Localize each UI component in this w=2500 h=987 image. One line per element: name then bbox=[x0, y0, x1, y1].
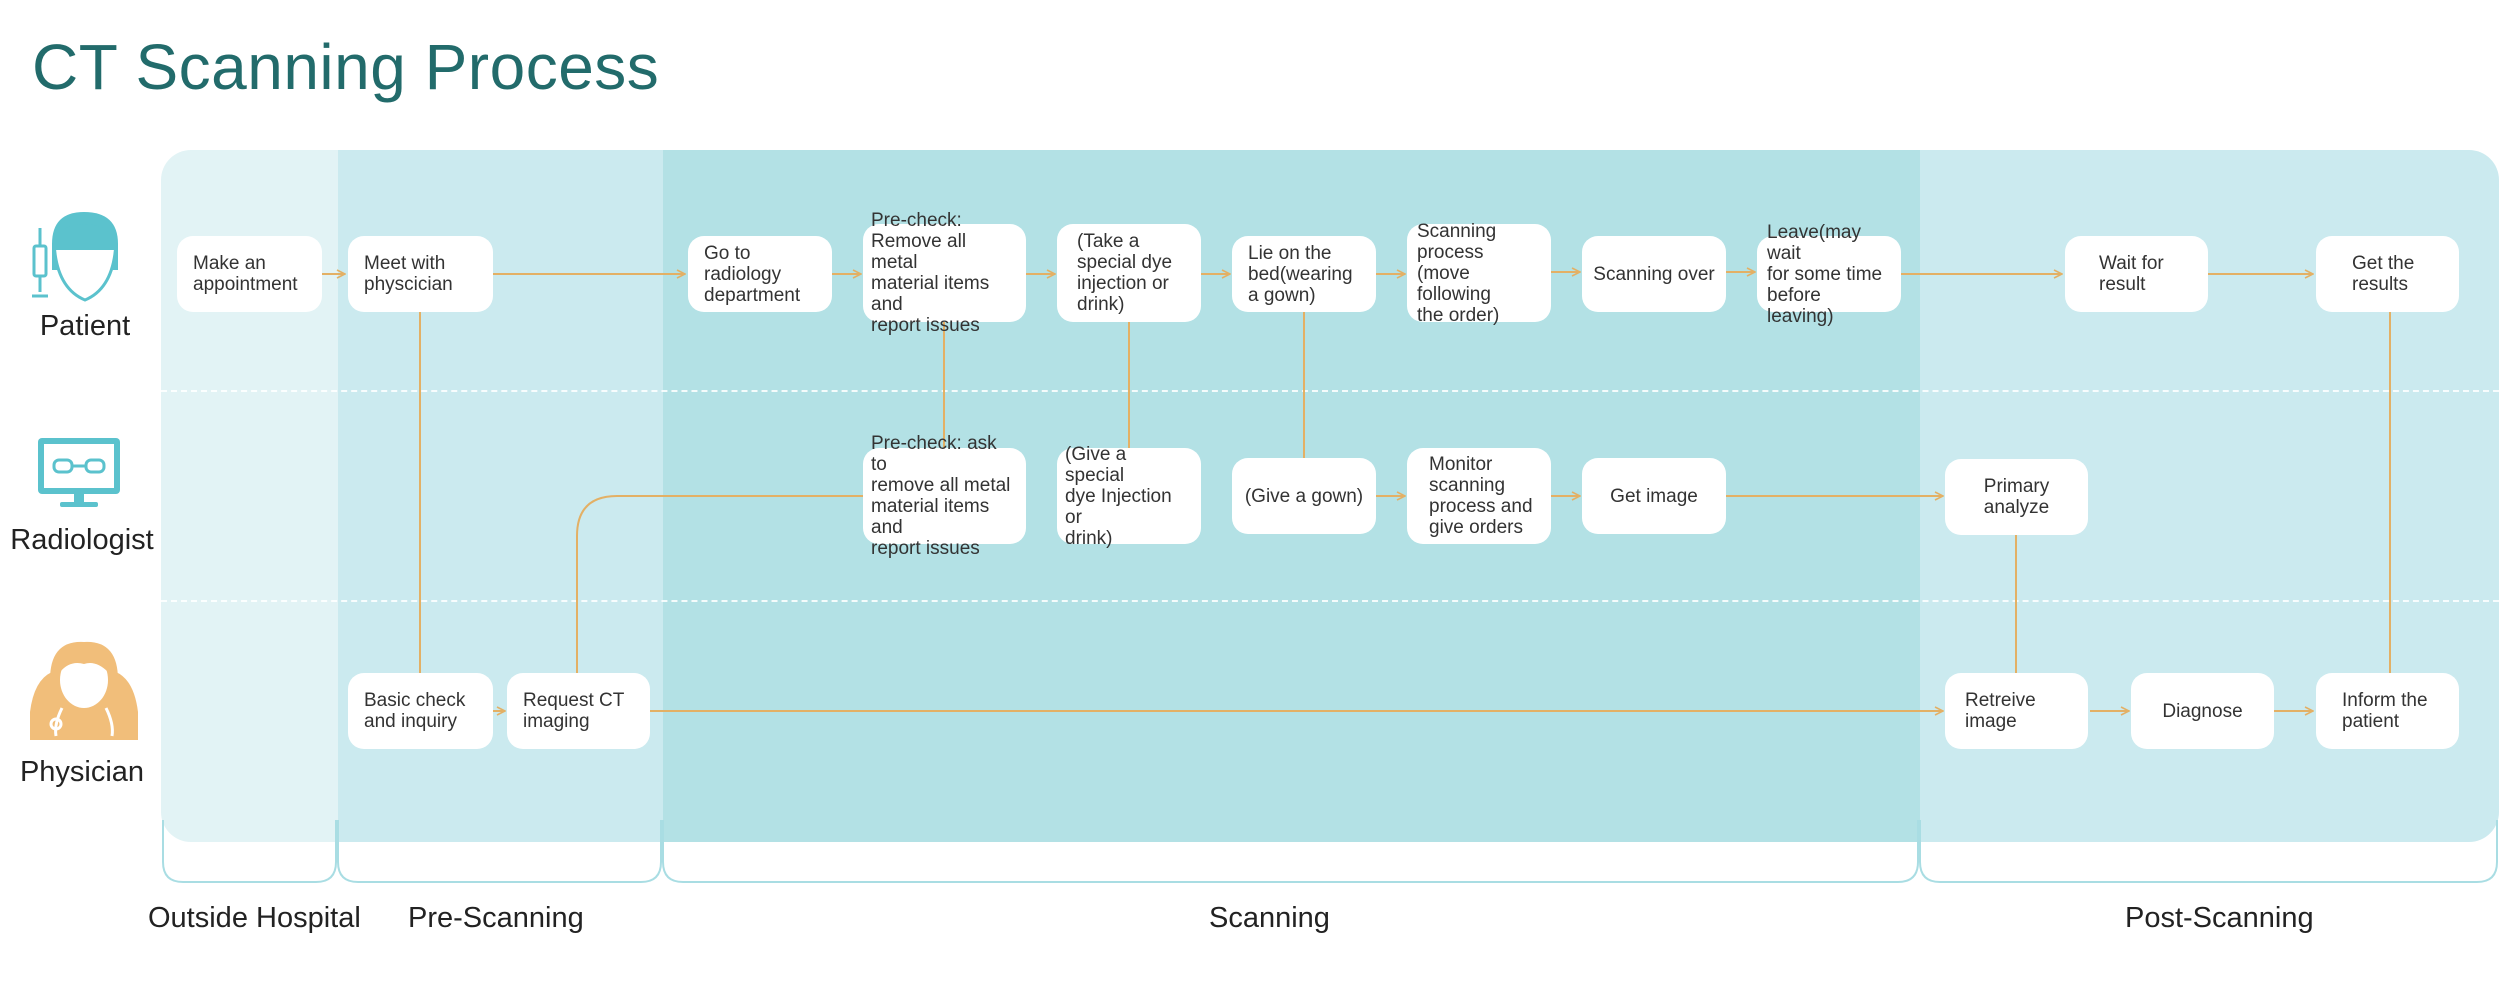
step-take-dye: (Take a special dye injection or drink) bbox=[1057, 224, 1201, 322]
step-basic-check: Basic check and inquiry bbox=[348, 673, 493, 749]
step-wait-for-result: Wait for result bbox=[2065, 236, 2208, 312]
step-precheck-patient: Pre-check: Remove all metal material ite… bbox=[863, 210, 1026, 336]
phase-label-pre-scanning: Pre-Scanning bbox=[408, 902, 584, 934]
step-monitor-scanning: Monitor scanning process and give orders bbox=[1407, 448, 1551, 544]
step-diagnose: Diagnose bbox=[2131, 673, 2274, 749]
step-retrieve-image: Retreive image bbox=[1945, 673, 2088, 749]
phase-label-outside-hospital: Outside Hospital bbox=[148, 902, 361, 934]
lane-divider-radiologist-physician bbox=[161, 600, 2499, 602]
step-precheck-radiologist: Pre-check: ask to remove all metal mater… bbox=[863, 433, 1026, 559]
lane-divider-patient-radiologist bbox=[161, 390, 2499, 392]
step-meet-physician: Meet with physcician bbox=[348, 236, 493, 312]
step-get-results: Get the results bbox=[2316, 236, 2459, 312]
step-get-image: Get image bbox=[1582, 458, 1726, 534]
role-label-physician: Physician bbox=[19, 756, 145, 788]
phase-label-post-scanning: Post-Scanning bbox=[2125, 902, 2314, 934]
step-leave: Leave(may wait for some time before leav… bbox=[1757, 222, 1901, 327]
page-title: CT Scanning Process bbox=[32, 31, 660, 103]
step-scanning-process: Scanning process (move following the ord… bbox=[1407, 221, 1551, 326]
role-label-patient: Patient bbox=[39, 310, 131, 342]
phase-brackets bbox=[162, 820, 2498, 883]
step-give-dye: (Give a special dye Injection or drink) bbox=[1057, 444, 1201, 549]
patient-nurse-icon bbox=[32, 212, 118, 302]
role-label-radiologist: Radiologist bbox=[10, 524, 154, 556]
phase-label-scanning: Scanning bbox=[1209, 902, 1330, 934]
step-go-radiology: Go to radiology department bbox=[688, 236, 832, 312]
step-lie-on-bed: Lie on the bed(wearing a gown) bbox=[1232, 236, 1376, 312]
step-request-ct: Request CT imaging bbox=[507, 673, 650, 749]
step-make-appointment: Make an appointment bbox=[177, 236, 322, 312]
step-primary-analyze: Primary analyze bbox=[1945, 459, 2088, 535]
doctor-stethoscope-icon bbox=[30, 641, 138, 740]
step-scanning-over: Scanning over bbox=[1582, 236, 1726, 312]
monitor-glasses-icon bbox=[38, 438, 120, 507]
step-inform-patient: Inform the patient bbox=[2316, 673, 2459, 749]
step-give-gown: (Give a gown) bbox=[1232, 458, 1376, 534]
connector bbox=[576, 495, 863, 673]
